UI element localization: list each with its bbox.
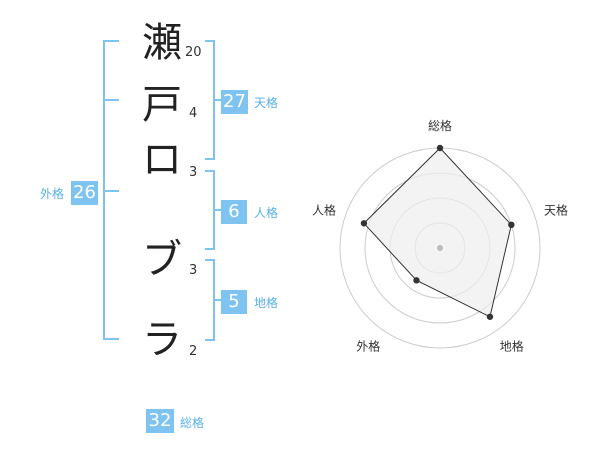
stroke-count-5: 2 — [189, 344, 198, 359]
radar-series-polygon — [363, 147, 512, 318]
name-char-3: ロ — [142, 137, 182, 183]
chikaku-value: 5 — [221, 290, 247, 314]
stroke-count-1: 20 — [185, 45, 202, 60]
chikaku-connector — [213, 299, 222, 301]
gaikaku-inner-tick-2 — [103, 190, 119, 192]
name-char-2: 戸 — [142, 82, 182, 128]
tenkaku-connector — [213, 99, 222, 101]
radar-axis-label-4: 外格 — [356, 339, 380, 354]
gaikaku-label: 外格 — [40, 187, 65, 201]
radar-axis-label-5: 人格 — [312, 202, 336, 217]
radar-point-5 — [360, 220, 368, 227]
soukaku-label: 総格 — [180, 416, 205, 430]
stroke-count-2: 4 — [189, 106, 198, 121]
radar-center-dot — [437, 245, 443, 251]
radar-point-2 — [508, 221, 515, 229]
radar-point-1 — [436, 144, 444, 152]
jinkaku-label: 人格 — [254, 206, 279, 220]
soukaku-value: 32 — [146, 409, 174, 433]
name-char-5: ラ — [142, 317, 182, 363]
stroke-count-4: 3 — [189, 263, 198, 278]
jinkaku-value: 6 — [221, 200, 247, 224]
jinkaku-connector — [213, 209, 222, 211]
tenkaku-value: 27 — [221, 90, 248, 114]
gaikaku-value: 26 — [71, 181, 98, 205]
radar-axis-label-1: 総格 — [428, 118, 452, 133]
radar-point-4 — [413, 277, 420, 284]
gaikaku-inner-tick-1 — [103, 99, 119, 101]
radar-axis-label-2: 天格 — [544, 202, 568, 217]
name-char-1: 瀬 — [142, 20, 182, 66]
tenkaku-label: 天格 — [254, 96, 279, 110]
radar-axis-label-3: 地格 — [500, 339, 524, 354]
name-char-4: ブ — [142, 237, 182, 283]
stroke-count-3: 3 — [189, 165, 198, 180]
chikaku-label: 地格 — [254, 296, 279, 310]
radar-point-3 — [486, 313, 494, 320]
